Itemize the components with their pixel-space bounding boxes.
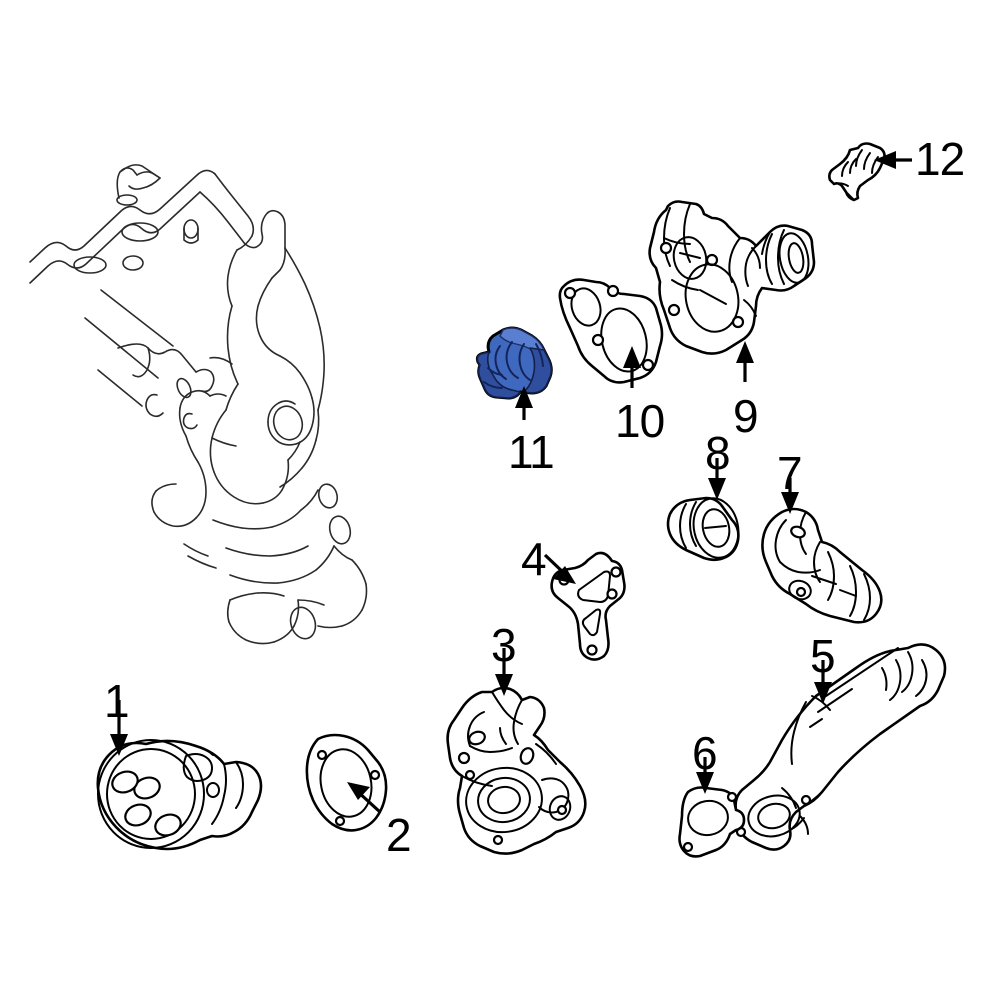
part-10-water-outlet-gasket[interactable] (558, 278, 664, 384)
callout-number-2[interactable]: 2 (386, 809, 412, 861)
callout-number-4[interactable]: 4 (521, 533, 547, 585)
callout-number-10[interactable]: 10 (615, 395, 665, 447)
part-5-coolant-water-pipe[interactable] (734, 643, 947, 851)
part-8-engine-thermostat[interactable] (666, 494, 744, 562)
part-11-coolant-bypass-valve[interactable] (475, 326, 553, 400)
part-3-water-pump-body[interactable] (446, 686, 587, 855)
callout-number-11[interactable]: 11 (508, 426, 555, 478)
part-12-coolant-temperature-sensor[interactable] (828, 142, 886, 202)
callout-number-12[interactable]: 12 (915, 133, 965, 185)
callout-number-3[interactable]: 3 (491, 619, 517, 671)
callout-number-7[interactable]: 7 (777, 447, 803, 499)
callout-number-5[interactable]: 5 (810, 630, 836, 682)
part-2-water-pump-gasket[interactable] (305, 733, 388, 832)
part-6-water-pipe-gasket[interactable] (678, 786, 746, 858)
callout-number-8[interactable]: 8 (705, 427, 731, 479)
callout-number-1[interactable]: 1 (104, 675, 130, 727)
engine-block-ghost (29, 164, 368, 645)
part-9-water-outlet-housing[interactable] (648, 200, 816, 355)
part-1-water-pump-pulley[interactable] (96, 739, 263, 851)
callout-leader-arrows (110, 151, 912, 814)
callout-number-6[interactable]: 6 (692, 727, 718, 779)
callout-number-9[interactable]: 9 (733, 390, 759, 442)
part-7-water-inlet-housing[interactable] (761, 507, 883, 624)
